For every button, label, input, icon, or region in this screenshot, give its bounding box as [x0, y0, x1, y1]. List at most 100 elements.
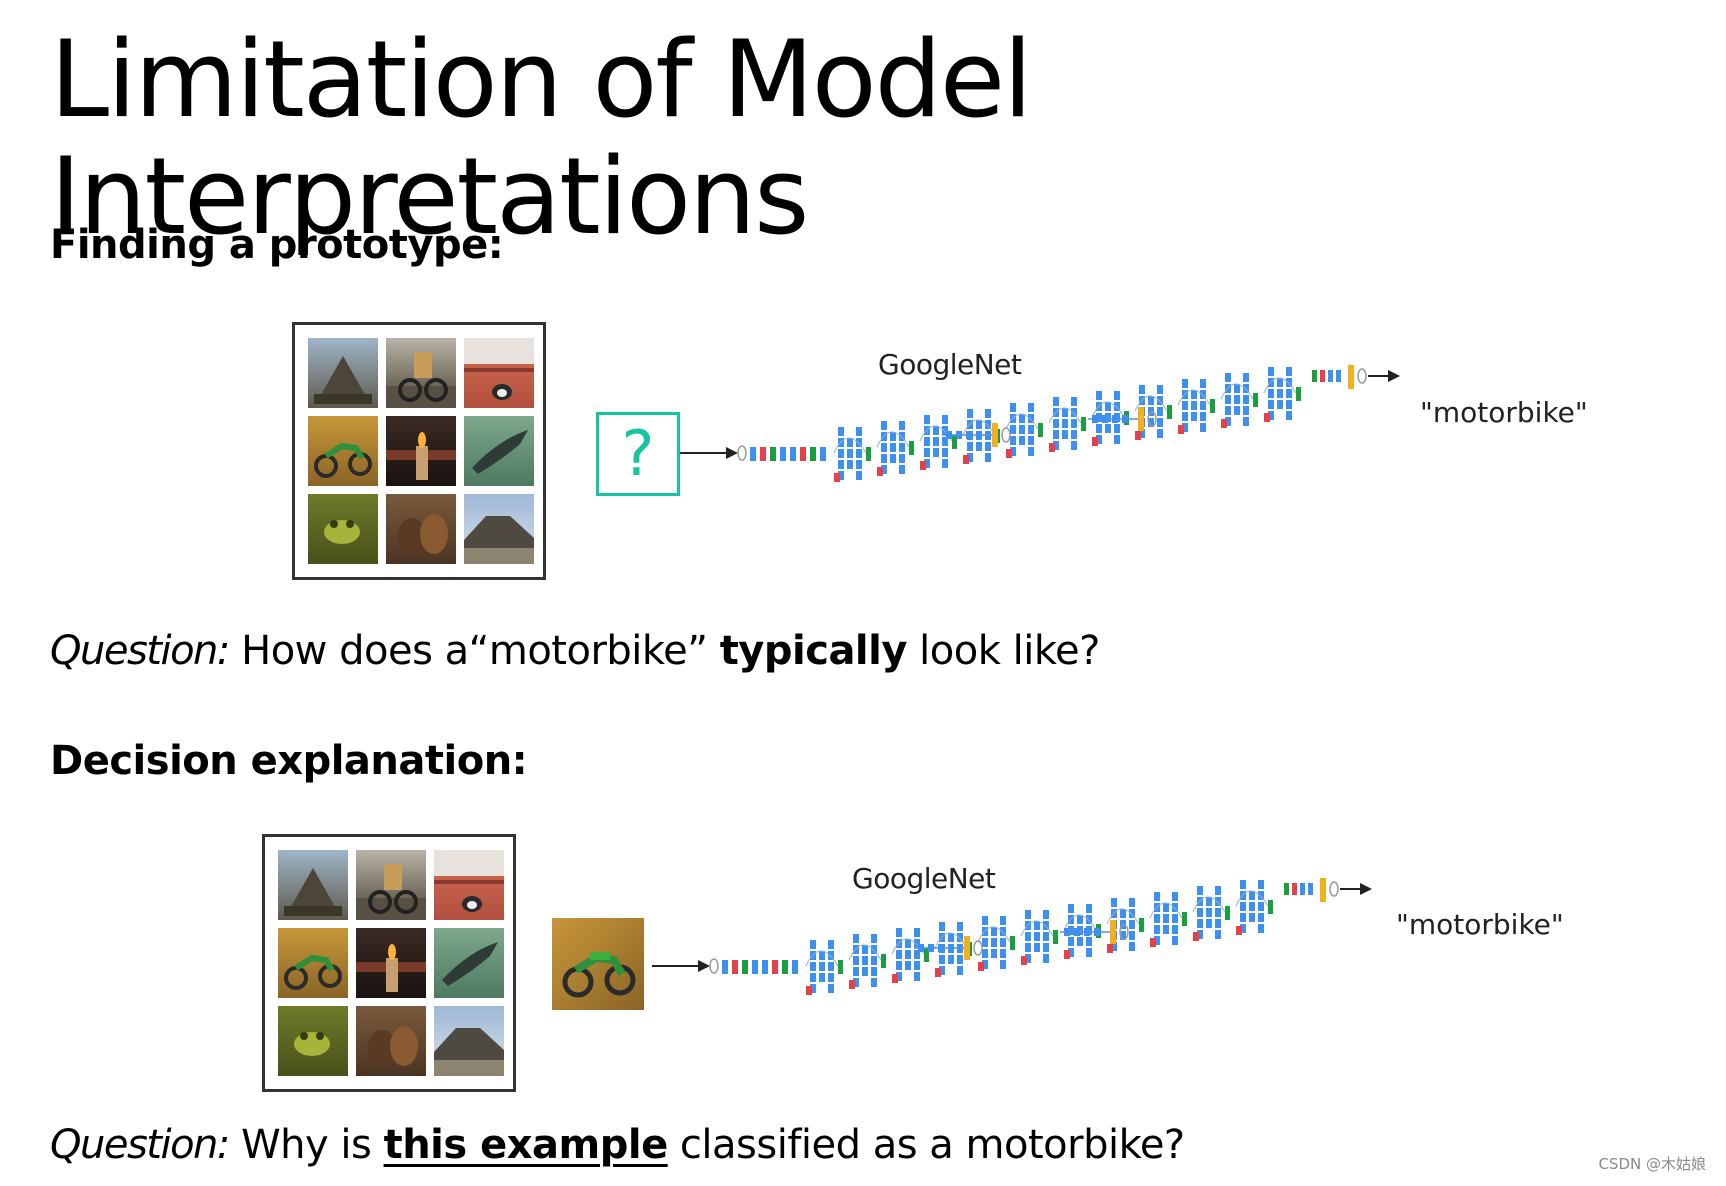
inception-concat: [1010, 936, 1015, 950]
final-layer: [1336, 370, 1341, 382]
inception-conv: [948, 933, 954, 942]
inception-conv: [1215, 930, 1221, 939]
inception-conv: [1025, 943, 1031, 952]
inception-conv: [957, 922, 963, 931]
inception-conv: [1286, 367, 1292, 376]
question-text-1: Why is: [241, 1122, 372, 1168]
inception-conv: [985, 453, 991, 462]
inception-conv: [1154, 936, 1160, 945]
question-decision: Question: Why is this example classified…: [50, 1122, 1185, 1168]
inception-conv: [1240, 880, 1246, 889]
inception-pool: [1107, 944, 1113, 953]
inception-conv: [1028, 436, 1034, 445]
final-layer: [1308, 883, 1313, 895]
inception-conv: [1172, 936, 1178, 945]
inception-conv: [1197, 908, 1203, 917]
stem-layer: [790, 447, 796, 461]
inception-conv: [1163, 914, 1169, 923]
inception-conv: [1154, 925, 1160, 934]
inception-concat: [881, 954, 886, 968]
arrow-head: [726, 447, 738, 459]
inception-conv: [1053, 419, 1059, 428]
inception-conv: [914, 972, 920, 981]
cat-on-roof-thumbnail: [434, 850, 504, 920]
inception-conv: [890, 432, 896, 441]
inception-conv: [1010, 447, 1016, 456]
inception-conv: [1240, 924, 1246, 933]
inception-conv: [819, 951, 825, 960]
frog-thumbnail: [308, 494, 378, 564]
inception-concat: [1053, 930, 1058, 944]
question-prefix: Question:: [50, 628, 230, 674]
inception-concat: [1182, 912, 1187, 926]
inception-conv: [899, 454, 905, 463]
inception-conv: [1062, 430, 1068, 439]
inception-conv: [1120, 931, 1126, 940]
inception-conv: [853, 956, 859, 965]
inception-conv: [942, 415, 948, 424]
inception-conv: [856, 438, 862, 447]
inception-conv: [942, 426, 948, 435]
aux-conv: [1092, 415, 1098, 423]
inception-conv: [1154, 892, 1160, 901]
inception-conv: [1000, 938, 1006, 947]
inception-conv: [1086, 937, 1092, 946]
inception-conv: [1286, 378, 1292, 387]
inception-conv: [1019, 425, 1025, 434]
inception-conv: [967, 409, 973, 418]
stem-layer: [762, 960, 768, 974]
inception-conv: [991, 949, 997, 958]
googlenet-label: GoogleNet: [878, 348, 1022, 381]
aux-conv: [1102, 415, 1108, 423]
inception-link: [1134, 395, 1168, 412]
inception-conv: [1215, 886, 1221, 895]
inception-conv: [1043, 910, 1049, 919]
input-node: [737, 445, 747, 461]
aux-conv: [1094, 928, 1100, 936]
question-prototype: Question: How does a“motorbike” typicall…: [50, 628, 1100, 674]
inception-conv: [967, 453, 973, 462]
inception-link: [1220, 383, 1254, 400]
inception-pool: [806, 986, 812, 995]
inception-conv: [862, 945, 868, 954]
inception-conv: [1111, 898, 1117, 907]
inception-conv: [1129, 909, 1135, 918]
inception-conv: [1000, 949, 1006, 958]
inception-conv: [1286, 411, 1292, 420]
inception-conv: [1071, 419, 1077, 428]
inception-conv: [1111, 942, 1117, 951]
inception-conv: [985, 409, 991, 418]
aux-conv: [956, 431, 962, 439]
inception-conv: [1148, 418, 1154, 427]
inception-conv: [1225, 373, 1231, 382]
inception-conv: [1025, 954, 1031, 963]
aux-softmax: [1110, 920, 1116, 944]
inception-conv: [905, 950, 911, 959]
inception-conv: [1240, 902, 1246, 911]
arrow-head: [1388, 370, 1400, 382]
stem-layer: [750, 447, 756, 461]
question-prefix: Question:: [50, 1122, 230, 1168]
inception-conv: [982, 960, 988, 969]
dogs-thumbnail: [386, 494, 456, 564]
inception-conv: [914, 950, 920, 959]
inception-conv: [856, 449, 862, 458]
inception-conv: [828, 962, 834, 971]
inception-concat: [909, 441, 914, 455]
aux-output-node: [1119, 924, 1129, 940]
inception-conv: [1258, 924, 1264, 933]
inception-concat: [1139, 918, 1144, 932]
motorbike-rider-thumbnail: [386, 338, 456, 408]
inception-conv: [881, 454, 887, 463]
inception-conv: [905, 939, 911, 948]
inception-link: [1192, 896, 1226, 913]
inception-conv: [1240, 913, 1246, 922]
question-emphasis: this example: [383, 1122, 669, 1168]
aux-output-node: [1147, 411, 1157, 427]
inception-conv: [856, 460, 862, 469]
inception-conv: [1206, 919, 1212, 928]
inception-conv: [905, 961, 911, 970]
inception-conv: [810, 940, 816, 949]
inception-conv: [1010, 436, 1016, 445]
inception-conv: [957, 955, 963, 964]
